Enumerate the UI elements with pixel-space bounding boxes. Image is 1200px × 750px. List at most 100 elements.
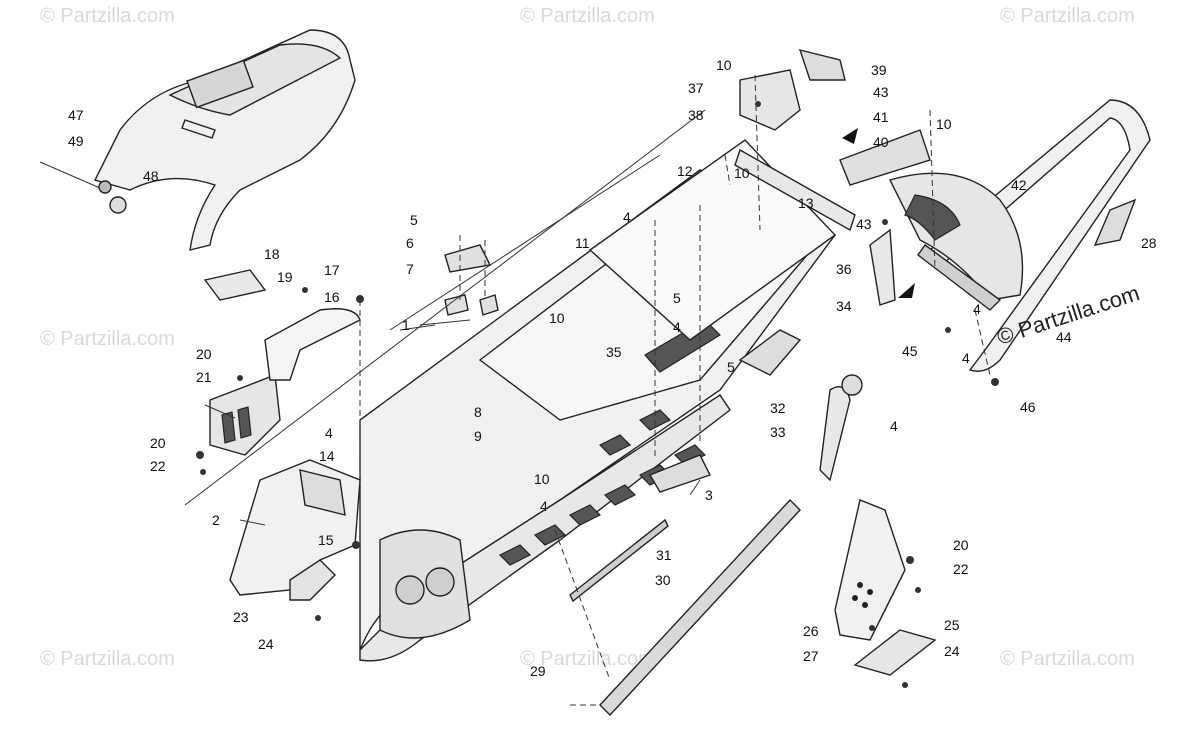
callout-label: 37 <box>688 80 704 96</box>
callout-label: 31 <box>656 547 672 563</box>
callout-label: 20 <box>953 537 969 553</box>
callout-label: 36 <box>836 261 852 277</box>
rear-bracket <box>203 269 267 301</box>
left-footrest <box>209 308 361 456</box>
callout-label: 39 <box>871 62 887 78</box>
gusset <box>648 454 711 493</box>
callout-label: 4 <box>623 209 631 225</box>
callout-label: 8 <box>474 404 482 420</box>
callout-label: 34 <box>836 298 852 314</box>
callout-label: 22 <box>953 561 969 577</box>
callout-label: 16 <box>324 289 340 305</box>
callout-label: 17 <box>324 262 340 278</box>
callout-label: 20 <box>150 435 166 451</box>
callout-label: 40 <box>873 134 889 150</box>
callout-label: 4 <box>890 418 898 434</box>
side-bracket <box>738 329 802 376</box>
callout-label: 11 <box>575 235 590 251</box>
seat <box>39 29 356 251</box>
callout-label: 2 <box>212 512 220 528</box>
snow-flap <box>888 172 1024 311</box>
callout-label: 5 <box>673 290 681 306</box>
callout-label: 23 <box>233 609 249 625</box>
rear-plate <box>588 139 837 341</box>
callout-label: 14 <box>319 448 335 464</box>
callout-label: 29 <box>530 663 546 679</box>
callout-label: 38 <box>688 107 704 123</box>
callout-label: 49 <box>68 133 84 149</box>
right-footrest <box>834 499 937 676</box>
callout-label: 25 <box>944 617 960 633</box>
callout-label: 10 <box>734 165 750 181</box>
callout-label: 32 <box>770 400 786 416</box>
callout-label: 6 <box>406 235 414 251</box>
callout-label: 22 <box>150 458 166 474</box>
foot-plate <box>289 559 336 601</box>
arrow-marker <box>842 128 858 144</box>
cap <box>798 49 846 81</box>
callout-label: 43 <box>873 84 889 100</box>
callout-label: 42 <box>1011 177 1027 193</box>
callout-label: 12 <box>677 163 693 179</box>
callout-label: 10 <box>716 57 732 73</box>
fasteners <box>196 101 999 688</box>
rail <box>734 148 856 232</box>
callout-label: 20 <box>196 346 212 362</box>
callout-label: 19 <box>277 269 293 285</box>
watermark: © Partzilla.com <box>520 5 655 27</box>
callout-label: 41 <box>873 109 889 125</box>
callout-label: 9 <box>474 428 482 444</box>
callout-label: 5 <box>410 212 418 228</box>
callout-label: 4 <box>673 319 681 335</box>
rail <box>869 228 896 306</box>
watermark: © Partzilla.com <box>40 648 175 670</box>
callout-label: 7 <box>406 261 414 277</box>
callout-label: 4 <box>325 425 333 441</box>
callout-label: 26 <box>803 623 819 639</box>
front-bulkhead <box>229 459 361 596</box>
watermark: © Partzilla.com <box>40 5 175 27</box>
arrow-marker <box>898 283 915 298</box>
snow-flap-mount <box>839 129 931 186</box>
watermark: © Partzilla.com <box>1000 5 1135 27</box>
hub <box>841 374 863 396</box>
washer <box>479 294 499 316</box>
callout-label: 4 <box>973 301 981 317</box>
washer <box>444 294 469 316</box>
callout-label: 10 <box>549 310 565 326</box>
callout-label: 30 <box>655 572 671 588</box>
callout-label: 13 <box>798 195 814 211</box>
callout-label: 48 <box>143 168 159 184</box>
callout-label: 43 <box>856 216 872 232</box>
callout-label: 33 <box>770 424 786 440</box>
callout-label: 28 <box>1141 235 1157 251</box>
callout-label: 27 <box>803 648 819 664</box>
callout-label: 10 <box>534 471 550 487</box>
callout-label: 45 <box>902 343 918 359</box>
callout-label: 5 <box>727 359 735 375</box>
watermark-group: © Partzilla.com © Partzilla.com © Partzi… <box>40 5 1135 670</box>
callout-label: 4 <box>540 498 548 514</box>
axle-shaft <box>569 498 801 717</box>
callout-label: 3 <box>705 487 713 503</box>
callout-label: 21 <box>196 369 212 385</box>
callouts: 1 2 3 4 4 4 4 4 4 4 5 5 5 6 7 8 9 10 10 … <box>68 57 1157 679</box>
cap-bracket <box>739 69 801 131</box>
tie-rod <box>819 386 851 482</box>
callout-label: 15 <box>318 532 334 548</box>
callout-label: 47 <box>68 107 84 123</box>
alignment-lines <box>359 74 991 706</box>
callout-label: 1 <box>402 317 410 333</box>
leaders <box>184 109 706 526</box>
watermark: © Partzilla.com <box>1000 648 1135 670</box>
callout-label: 24 <box>258 636 274 652</box>
watermark: © Partzilla.com <box>40 328 175 350</box>
watermark: © Partzilla.com <box>520 648 655 670</box>
bracket <box>444 244 492 273</box>
callout-label: 44 <box>1056 329 1072 345</box>
callout-label: 35 <box>606 344 622 360</box>
callout-label: 18 <box>264 246 280 262</box>
callout-label: 10 <box>936 116 952 132</box>
